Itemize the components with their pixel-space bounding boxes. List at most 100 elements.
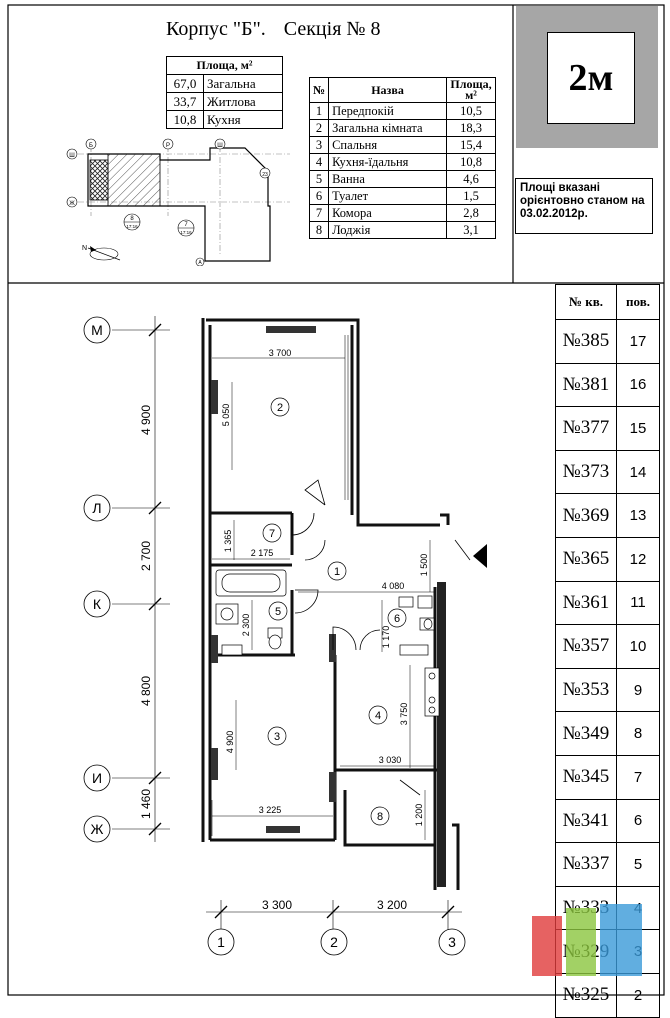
area-value: 10,8 [166,110,204,129]
floor-number: 6 [616,798,660,844]
room-num: 1 [308,102,330,120]
room-name: Загальна кімната [328,119,447,137]
window-pier [211,380,218,414]
floor-number: 5 [616,842,660,887]
section-tag-range: 17:16 [180,230,192,235]
apartment-number: №349 [555,711,617,756]
page-title: Корпус "Б".Секція № 8 [166,18,398,41]
room-number-label: 6 [394,613,400,625]
dimension-label: 2 300 [241,614,251,637]
glazing [211,335,349,836]
row-span-dimension: 4 800 [139,676,153,706]
floor-number: 16 [616,362,660,408]
apartment-number: №341 [555,798,617,844]
room-area: 18,3 [446,119,496,137]
window-pier [211,748,218,780]
room-name: Спальня [328,136,447,154]
column-axis-label: 2 [330,934,338,950]
section-tag-number: 7 [184,222,188,228]
floor-number: 15 [616,406,660,451]
section-tag-number: 8 [130,216,134,222]
key-plan: Ш Б Ж Р Ш 23 А 8 17:16 7 17:16 N [66,138,290,266]
room-area: 2,8 [446,204,496,222]
room-number-label: 5 [275,606,281,618]
apartment-number: №325 [555,972,617,1018]
floor-number: 8 [616,711,660,756]
apartment-number: №337 [555,842,617,887]
column-span-dimension: 3 300 [262,898,292,912]
room-name: Кухня-їдальня [328,153,447,171]
key-axis-label: Ж [69,201,75,207]
apartment-type-label: 2м [547,32,635,124]
area-label: Кухня [203,110,283,129]
dimension-label: 2 175 [251,548,274,558]
apartment-number: №369 [555,493,617,538]
floor-plan: М Л К И Ж 1 2 3 4 900 2 700 4 800 1 460 … [83,316,487,956]
apartment-number: №361 [555,580,617,626]
dimension-label: 4 900 [225,731,235,754]
floor-number: 12 [616,536,660,582]
room-area: 4,6 [446,170,496,188]
room-number-label: 4 [375,710,381,722]
room-name: Лоджія [328,221,447,239]
apartment-number: №345 [555,754,617,800]
row-axis-label: М [91,322,103,338]
building-label: Корпус "Б". [166,18,266,40]
room-area: 10,5 [446,102,496,120]
apartment-number: №357 [555,624,617,669]
key-axis-label: 23 [262,172,268,178]
room-name: Ванна [328,170,447,188]
dimension-label: 1 200 [414,804,424,827]
floor-number: 10 [616,624,660,669]
window-pier [266,326,316,333]
floor-number: 2 [616,972,660,1018]
area-note: Площі вказані орієнтовно станом на 03.02… [515,178,653,234]
room-num: 2 [308,119,330,137]
exterior-wall-column [437,582,446,887]
dimension-label: 3 225 [259,805,282,815]
floor-number: 11 [616,580,660,626]
key-axis-label: А [198,260,202,266]
key-axis-label: Ш [69,153,75,159]
area-value: 67,0 [166,74,204,93]
dimension-label: 3 700 [269,348,292,358]
floors-header-apartment: № кв. [555,284,617,320]
key-axis-label: Б [89,143,93,149]
room-area: 1,5 [446,187,496,205]
room-name: Передпокій [328,102,447,120]
row-span-dimension: 2 700 [139,541,153,571]
interior-dimensions [212,357,434,840]
window-pier [329,772,336,802]
key-axis-label: Р [166,143,170,149]
doors [291,479,471,796]
apartment-number: №377 [555,406,617,451]
room-num: 4 [308,153,330,171]
dimension-label: 4 080 [382,581,405,591]
floor-number: 7 [616,754,660,800]
floor-number: 13 [616,493,660,538]
apartment-number: №353 [555,667,617,713]
compass-icon [87,246,121,261]
dimension-ticks [148,323,455,919]
area-label: Житлова [203,92,283,111]
room-num: 3 [308,136,330,154]
key-axis-label: Ш [217,143,223,149]
apartment-number: №365 [555,536,617,582]
room-area: 3,1 [446,221,496,239]
